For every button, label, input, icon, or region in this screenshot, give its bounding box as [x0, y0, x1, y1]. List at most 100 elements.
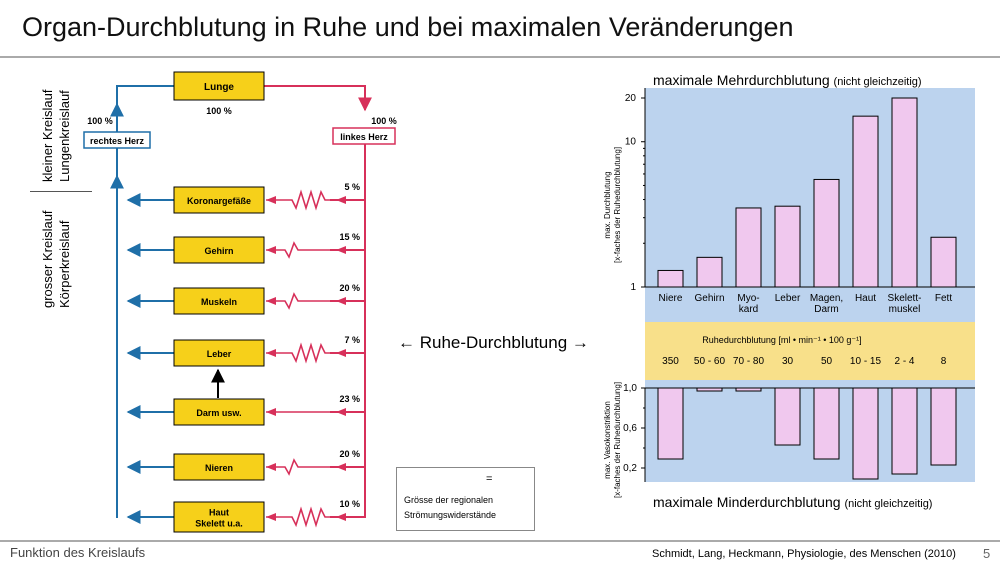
organ-percent: 23 % — [339, 394, 360, 404]
organ-box — [173, 453, 265, 481]
top-chart-bar — [657, 269, 684, 288]
arterial-arrowhead — [336, 246, 346, 254]
bottom-chart-title: maximale Minderdurchblutung (nicht gleic… — [653, 494, 933, 510]
lung-percent: 100 % — [206, 106, 232, 116]
arterial-arrowhead — [336, 513, 346, 521]
rest-flow-value: 8 — [941, 356, 947, 367]
arterial-arrowhead — [266, 463, 276, 471]
top-chart-category-label: Niere — [659, 293, 683, 304]
bottom-chart-tick-label: 0,2 — [623, 463, 637, 474]
organ-percent: 20 % — [339, 449, 360, 459]
arterial-arrowhead — [266, 408, 276, 416]
organ-label: Skelett u.a. — [195, 519, 243, 529]
resistance-zigzag — [266, 342, 330, 364]
top-chart-bar — [696, 256, 723, 288]
organ-label: Gehirn — [204, 246, 233, 256]
arterial-arrowhead — [266, 196, 276, 204]
footer-section-title: Funktion des Kreislaufs — [10, 545, 146, 560]
top-chart-category-label: muskel — [889, 304, 921, 315]
top-chart-category-label: kard — [739, 304, 758, 315]
bottom-chart-tick-label: 1,0 — [623, 383, 637, 394]
top-chart-category-label: Haut — [855, 293, 876, 304]
bottom-chart-ylabel-2: [x-faches der Ruhedurchblutung] — [613, 382, 622, 498]
arterial-arrowhead — [266, 513, 276, 521]
organ-percent: 15 % — [339, 232, 360, 242]
top-chart-bar — [735, 207, 762, 288]
rest-band-header: Ruhedurchblutung [ml • min⁻¹ • 100 g⁻¹] — [702, 335, 861, 345]
right-heart-box — [83, 131, 151, 149]
rest-flow-value: 10 - 15 — [850, 356, 882, 367]
organ-label: Muskeln — [201, 297, 237, 307]
top-chart-title: maximale Mehrdurchblutung (nicht gleichz… — [653, 72, 922, 88]
lung-box — [173, 71, 265, 101]
legend-text-line1: Grösse der regionalen — [404, 495, 494, 505]
rest-flow-value: 50 — [821, 356, 833, 367]
rest-flow-value: 30 — [782, 356, 794, 367]
rest-flow-value: 70 - 80 — [733, 356, 765, 367]
bottom-chart-bar — [657, 387, 684, 460]
bottom-chart-bar — [735, 387, 762, 392]
top-chart-background — [645, 88, 975, 324]
rest-flow-value: 2 - 4 — [894, 356, 914, 367]
bottom-chart-background — [645, 380, 975, 482]
top-chart-category-label: Leber — [775, 293, 801, 304]
arterial-arrowhead — [266, 349, 276, 357]
legend-equals: = — [486, 473, 493, 485]
top-chart-category-label: Fett — [935, 293, 952, 304]
bottom-chart-ylabel-1: max. Vasokonstriktion — [603, 401, 612, 479]
rest-flow-value: 350 — [662, 356, 679, 367]
resistance-zigzag — [266, 292, 330, 310]
resistance-zigzag — [266, 506, 330, 528]
organ-percent: 20 % — [339, 283, 360, 293]
organ-box — [173, 398, 265, 426]
footer-divider — [0, 540, 1000, 542]
top-chart-bar — [891, 97, 918, 288]
top-chart-ylabel-2: [x-faches der Ruhedurchblutung] — [613, 147, 622, 263]
organ-box — [173, 287, 265, 315]
pulmonary-vein-line — [264, 85, 372, 112]
top-chart-bar — [852, 115, 879, 288]
rest-band-background — [645, 322, 975, 380]
arterial-arrowhead — [266, 297, 276, 305]
top-chart-ylabel-1: max. Durchblutung — [603, 171, 612, 238]
organ-percent: 10 % — [339, 499, 360, 509]
bottom-chart-bar — [891, 387, 918, 475]
footer-citation: Schmidt, Lang, Heckmann, Physiologie, de… — [652, 548, 956, 560]
resistance-zigzag — [266, 241, 330, 259]
top-chart-category-label: Myo- — [737, 293, 759, 304]
top-chart-category-label: Gehirn — [694, 293, 724, 304]
top-chart-category-label: Skelett- — [888, 293, 922, 304]
organ-box — [173, 186, 265, 214]
organ-label: Leber — [207, 349, 232, 359]
page-number: 5 — [983, 546, 991, 561]
arterial-arrowhead — [336, 408, 346, 416]
resistance-zigzag — [266, 458, 330, 476]
bottom-chart-bar — [852, 387, 879, 480]
legend-box — [396, 467, 535, 531]
top-chart-category-label: Darm — [814, 304, 838, 315]
top-chart-category-label: Magen, — [810, 293, 843, 304]
pulmonary-artery-line — [116, 85, 174, 132]
side-label-divider — [30, 191, 92, 192]
bottom-chart-bar — [696, 387, 723, 392]
organ-box — [173, 339, 265, 367]
organ-label: Nieren — [205, 463, 233, 473]
right-heart-percent: 100 % — [87, 116, 113, 126]
arterial-arrowhead — [336, 349, 346, 357]
organ-label: Haut — [209, 508, 229, 518]
organ-percent: 5 % — [344, 182, 360, 192]
right-heart-label: rechtes Herz — [90, 136, 145, 146]
top-chart-tick-label: 1 — [630, 282, 636, 293]
top-chart-bar — [813, 178, 840, 288]
arterial-arrowhead — [336, 297, 346, 305]
left-heart-box — [332, 127, 396, 145]
organ-label: Darm usw. — [196, 408, 241, 418]
left-heart-percent: 100 % — [371, 116, 397, 126]
organ-label: Koronargefäße — [187, 196, 251, 206]
arterial-arrowhead — [266, 246, 276, 254]
bottom-chart-tick-label: 0,6 — [623, 423, 637, 434]
top-chart-bar — [930, 236, 957, 288]
title-divider — [0, 56, 1000, 58]
organ-box — [173, 236, 265, 264]
